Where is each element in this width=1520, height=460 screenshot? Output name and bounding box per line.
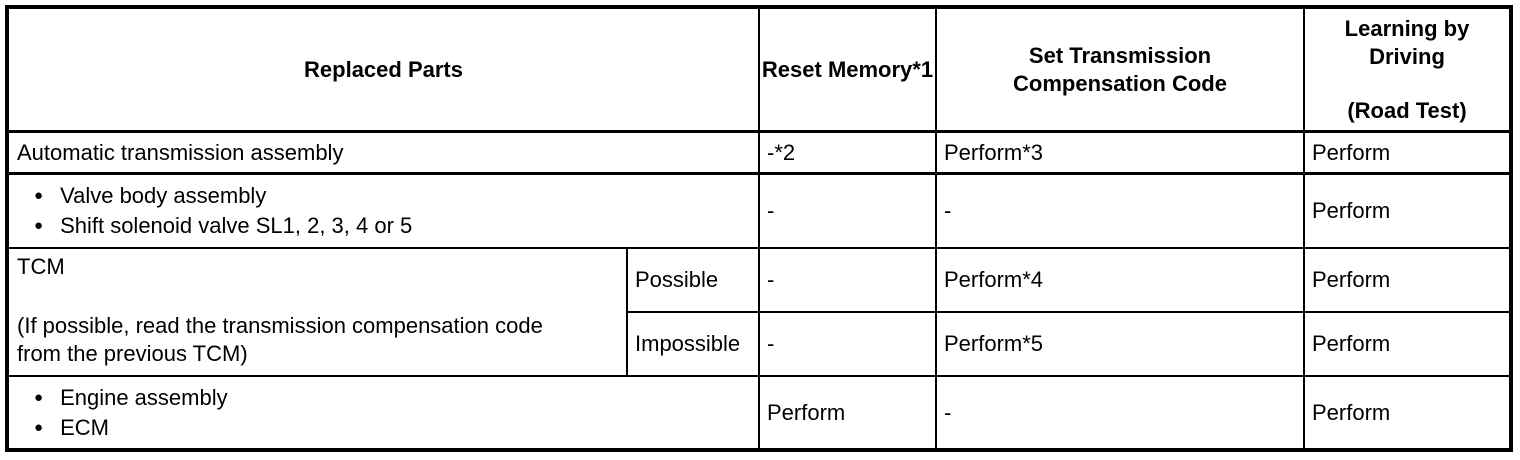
row-automatic-transmission-reset: -*2 bbox=[760, 133, 937, 175]
header-learning-by-driving: Learning by Driving (Road Test) bbox=[1305, 9, 1509, 133]
list-item: ● Shift solenoid valve SL1, 2, 3, 4 or 5 bbox=[34, 211, 758, 241]
row-tcm-impossible-learning: Perform bbox=[1305, 313, 1509, 377]
row-automatic-transmission-part: Automatic transmission assembly bbox=[9, 133, 760, 175]
bullet-icon: ● bbox=[34, 187, 44, 204]
row-tcm-possible-condition: Possible bbox=[628, 249, 760, 313]
row-valve-body-set: - bbox=[937, 175, 1305, 249]
row-tcm-impossible-condition: Impossible bbox=[628, 313, 760, 377]
row-engine-ecm-set: - bbox=[937, 377, 1305, 448]
part-label: ECM bbox=[60, 414, 109, 440]
header-set-compensation-label: Set Transmission Compensation Code bbox=[1013, 42, 1227, 96]
list-item: ● Valve body assembly bbox=[34, 181, 758, 211]
row-tcm-possible-learning: Perform bbox=[1305, 249, 1509, 313]
row-automatic-transmission-learning: Perform bbox=[1305, 133, 1509, 175]
bullet-icon: ● bbox=[34, 388, 44, 406]
part-label: Automatic transmission assembly bbox=[17, 139, 344, 165]
row-automatic-transmission-set: Perform*3 bbox=[937, 133, 1305, 175]
bullet-icon: ● bbox=[34, 418, 44, 436]
header-road-test-label: (Road Test) bbox=[1347, 97, 1467, 123]
list-item: ● Engine assembly bbox=[34, 383, 758, 413]
list-item: ● ECM bbox=[34, 413, 758, 443]
row-tcm-possible-set: Perform*4 bbox=[937, 249, 1305, 313]
header-learning-label: Learning by Driving bbox=[1344, 15, 1470, 69]
row-valve-body-learning: Perform bbox=[1305, 175, 1509, 249]
row-engine-ecm-part: ● Engine assembly ● ECM bbox=[9, 377, 760, 448]
header-replaced-parts: Replaced Parts bbox=[9, 9, 760, 133]
replaced-parts-table: Replaced Parts Reset Memory*1 Set Transm… bbox=[5, 5, 1513, 452]
part-label: TCM bbox=[17, 254, 65, 279]
part-label: Shift solenoid valve SL1, 2, 3, 4 or 5 bbox=[60, 213, 413, 238]
row-tcm-impossible-reset: - bbox=[760, 313, 937, 377]
row-engine-ecm-reset: Perform bbox=[760, 377, 937, 448]
header-reset-memory: Reset Memory*1 bbox=[760, 9, 937, 133]
row-valve-body-reset: - bbox=[760, 175, 937, 249]
row-tcm-possible-reset: - bbox=[760, 249, 937, 313]
header-set-compensation: Set Transmission Compensation Code bbox=[937, 9, 1305, 133]
part-label: Engine assembly bbox=[60, 384, 228, 410]
row-valve-body-part: ● Valve body assembly ● Shift solenoid v… bbox=[9, 175, 760, 249]
row-tcm-impossible-set: Perform*5 bbox=[937, 313, 1305, 377]
row-tcm-part: TCM (If possible, read the transmission … bbox=[9, 249, 628, 377]
bullet-icon: ● bbox=[34, 217, 44, 234]
row-engine-ecm-learning: Perform bbox=[1312, 399, 1391, 425]
part-note: (If possible, read the transmission comp… bbox=[17, 313, 543, 366]
header-replaced-parts-label: Replaced Parts bbox=[304, 56, 463, 82]
header-reset-memory-label: Reset Memory*1 bbox=[761, 56, 934, 82]
part-label: Valve body assembly bbox=[60, 183, 267, 208]
